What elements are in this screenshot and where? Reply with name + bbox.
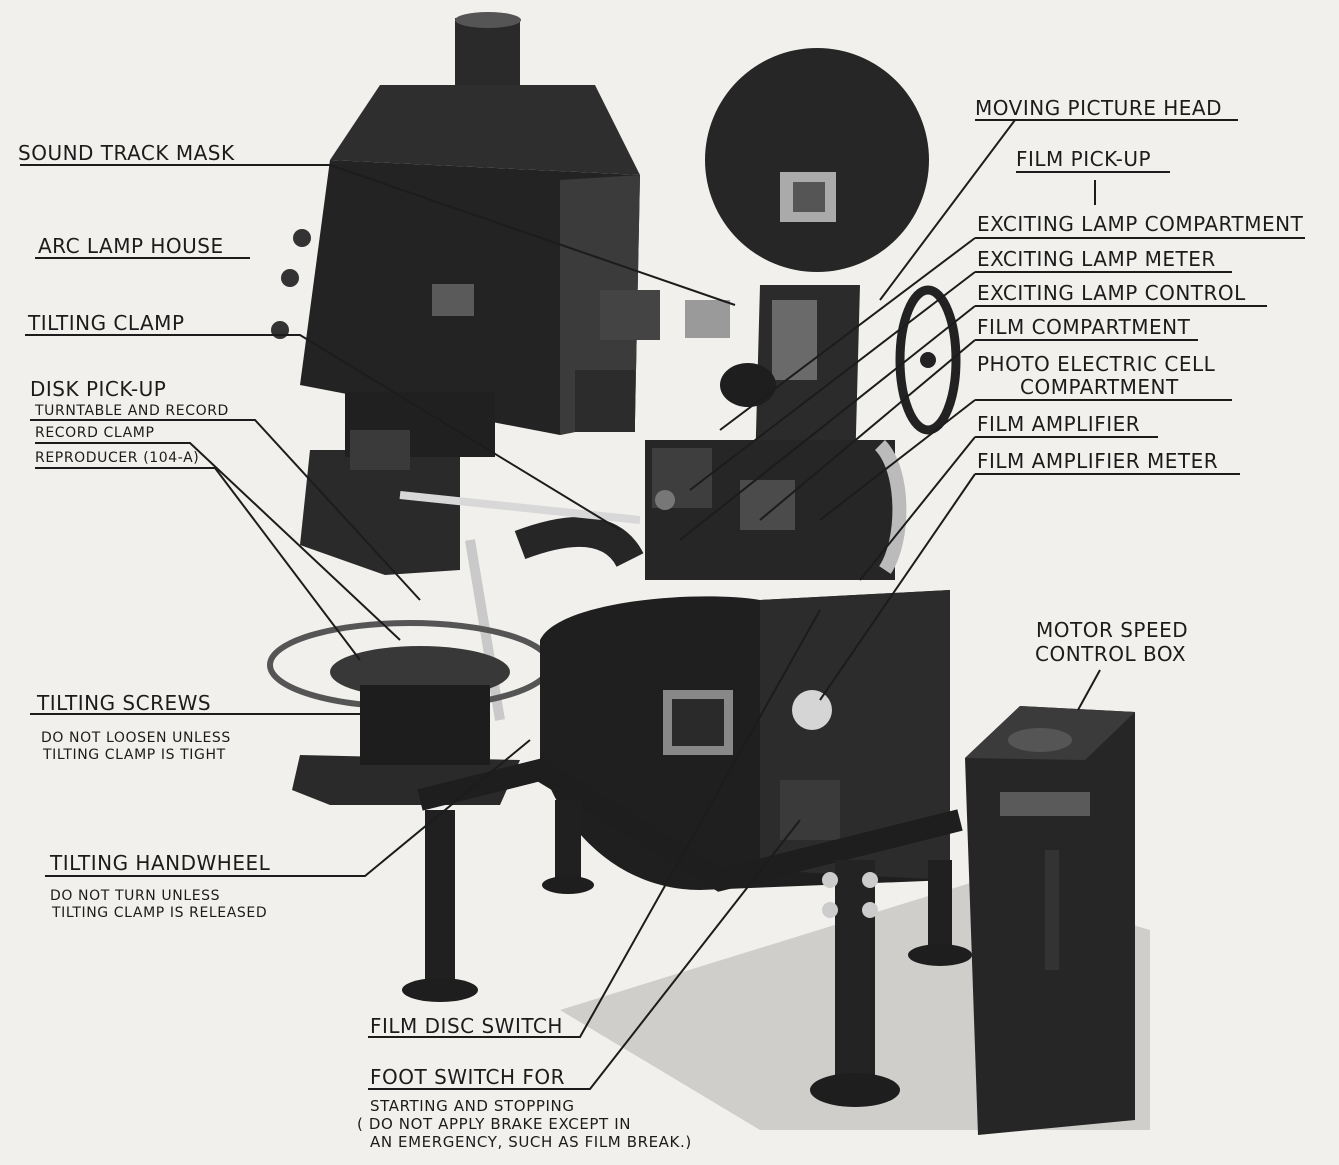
label-control-box: CONTROL BOX	[1035, 642, 1187, 666]
label-disk-pick-up: DISK PICK-UP	[30, 377, 167, 401]
label-exciting-lamp-control: EXCITING LAMP CONTROL	[977, 281, 1246, 305]
label-foot-switch-for: FOOT SWITCH FOR	[370, 1065, 565, 1089]
lamp-house-window	[432, 284, 474, 316]
label-tilting-screws-note-2: TILTING CLAMP IS TIGHT	[43, 747, 226, 763]
label-tilting-screws-note-1: DO NOT LOOSEN UNLESS	[41, 730, 231, 746]
label-tilting-screws: TILTING SCREWS	[37, 691, 212, 715]
leg-front-left	[425, 810, 455, 990]
label-reproducer: REPRODUCER (104-A)	[35, 450, 200, 466]
amplifier-meter	[792, 690, 832, 730]
leg-front-right	[835, 860, 875, 1080]
label-foot-switch-note-3: AN EMERGENCY, SUCH AS FILM BREAK.)	[370, 1133, 692, 1151]
label-film-disc-switch: FILM DISC SWITCH	[370, 1014, 563, 1038]
label-exciting-lamp-meter: EXCITING LAMP METER	[977, 247, 1216, 271]
label-photo-electric-cell-compartment: COMPARTMENT	[1020, 375, 1179, 399]
chimney	[455, 18, 520, 90]
label-exciting-lamp-compartment: EXCITING LAMP COMPARTMENT	[977, 212, 1304, 236]
label-tilting-clamp: TILTING CLAMP	[28, 311, 185, 335]
label-record-clamp: RECORD CLAMP	[35, 425, 155, 441]
label-motor-speed: MOTOR SPEED	[1036, 618, 1189, 642]
label-photo-electric-cell: PHOTO ELECTRIC CELL	[977, 352, 1216, 376]
take-up-reel	[895, 285, 961, 435]
sound-track-mask-part	[685, 300, 730, 338]
label-tilting-handwheel-note-1: DO NOT TURN UNLESS	[50, 888, 221, 904]
label-film-amplifier: FILM AMPLIFIER	[977, 412, 1141, 436]
disk-pick-up-housing	[300, 450, 460, 575]
label-arc-lamp-house: ARC LAMP HOUSE	[38, 234, 224, 258]
label-sound-track-mask: SOUND TRACK MASK	[18, 141, 235, 165]
label-film-amplifier-meter: FILM AMPLIFIER METER	[977, 449, 1219, 473]
upper-reel-magazine	[705, 48, 929, 272]
label-turntable-and-record: TURNTABLE AND RECORD	[35, 403, 229, 419]
label-tilting-handwheel: TILTING HANDWHEEL	[50, 851, 271, 875]
label-film-pick-up: FILM PICK-UP	[1016, 147, 1152, 171]
leader-lines	[20, 119, 1305, 1090]
label-foot-switch-note-2: ( DO NOT APPLY BRAKE EXCEPT IN	[357, 1115, 632, 1133]
label-foot-switch-note-1: STARTING AND STOPPING	[370, 1097, 575, 1115]
label-moving-picture-head: MOVING PICTURE HEAD	[975, 96, 1222, 120]
label-tilting-handwheel-note-2: TILTING CLAMP IS RELEASED	[52, 905, 268, 921]
label-film-compartment: FILM COMPARTMENT	[977, 315, 1191, 339]
lamp-house-roof	[330, 85, 640, 175]
